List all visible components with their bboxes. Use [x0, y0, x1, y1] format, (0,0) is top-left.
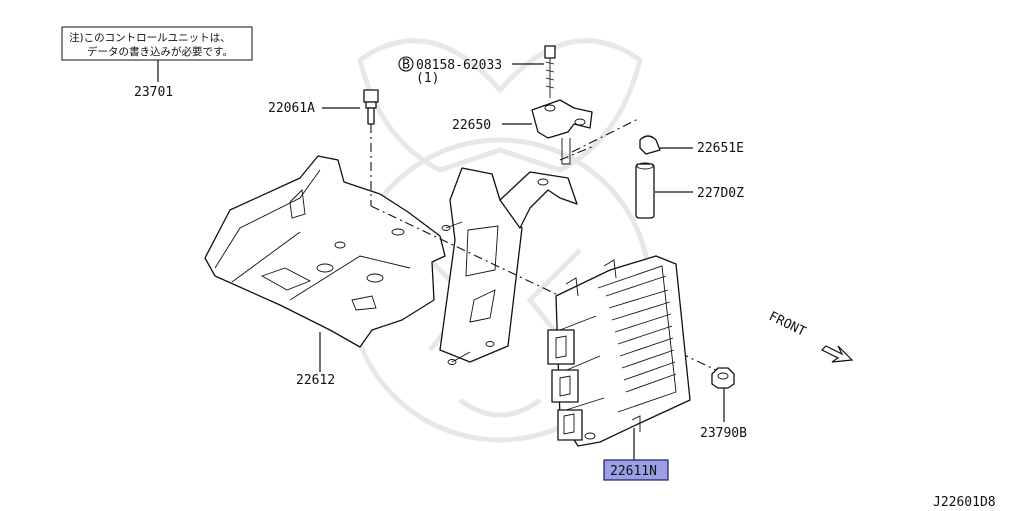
alignment-lines: [370, 117, 721, 373]
part-label-22061A: 22061A: [268, 101, 315, 116]
clip-22651E: 22651E: [639, 135, 744, 156]
sensor-22650: B 08158-62033 (1) 22650: [398, 45, 593, 165]
bolt-callout: B 08158-62033 (1): [398, 56, 502, 86]
bolt-22061A: 22061A: [268, 89, 379, 206]
bolt-symbol: B: [402, 58, 410, 73]
ecu-22611N: 22611N: [547, 255, 691, 481]
part-label-22651E: 22651E: [697, 141, 744, 156]
part-label-227D0Z: 227D0Z: [697, 186, 744, 201]
diagram-code: J22601D8: [933, 495, 996, 510]
nut-23790B: 23790B: [700, 367, 747, 441]
front-indicator: FRONT: [766, 309, 854, 363]
part-label-22611N[interactable]: 22611N: [610, 464, 657, 479]
part-label-23701: 23701: [134, 85, 173, 100]
front-arrow-icon: [820, 345, 854, 363]
note-line-2: データの書き込みが必要です。: [87, 45, 233, 58]
spacer-227D0Z: 227D0Z: [635, 162, 744, 219]
front-label: FRONT: [766, 309, 808, 340]
part-label-23790B: 23790B: [700, 426, 747, 441]
part-label-22612: 22612: [296, 373, 335, 388]
note-line-1: 注)このコントロールユニットは、: [69, 31, 231, 44]
highlight-box: [603, 459, 669, 481]
bolt-part-number: 08158-62033: [416, 58, 502, 73]
part-label-22650: 22650: [452, 118, 491, 133]
bolt-quantity: (1): [416, 71, 439, 86]
note-callout: 注)このコントロールユニットは、 データの書き込みが必要です。 23701: [61, 26, 253, 100]
bracket-22612: 22612: [204, 155, 446, 388]
bracket-vertical: [439, 167, 578, 365]
